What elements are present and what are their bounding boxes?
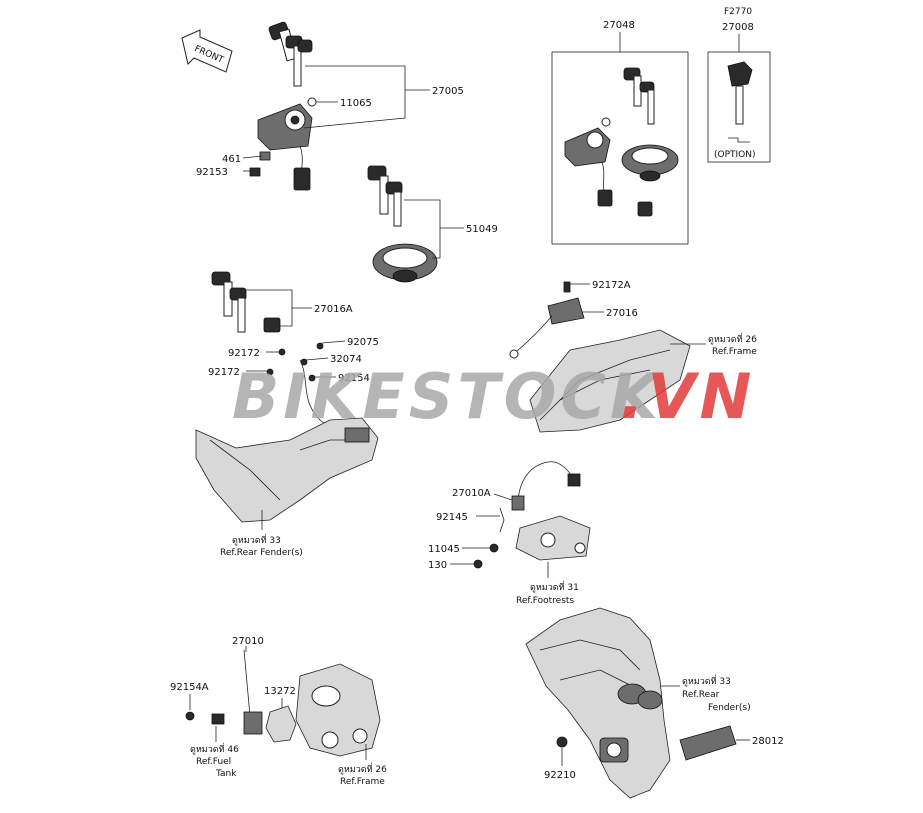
ref-fuel-tank-thai: ดูหมวดที่ 46 — [190, 742, 239, 755]
option-label: (OPTION) — [714, 150, 756, 160]
keys-27016A — [211, 271, 281, 333]
label-27010: 27010 — [232, 636, 264, 647]
label-92172-lower: 92172 — [208, 367, 240, 378]
label-27048: 27048 — [603, 20, 635, 31]
label-11045: 11045 — [428, 544, 460, 555]
label-13272: 13272 — [264, 686, 296, 697]
ref-fuel-tank-en2: Tank — [215, 769, 237, 779]
ref-footrests-en: Ref.Footrests — [516, 596, 574, 606]
watermark: BIKESTOCK .VN — [232, 360, 755, 433]
label-51049: 51049 — [466, 224, 498, 235]
label-27005: 27005 — [432, 86, 464, 97]
label-27016: 27016 — [606, 308, 638, 319]
ref-footrests-thai: ดูหมวดที่ 31 — [530, 580, 579, 593]
label-461: 461 — [222, 154, 241, 165]
ref-frame-top-thai: ดูหมวดที่ 26 — [708, 332, 757, 345]
label-11065: 11065 — [340, 98, 372, 109]
label-F2770: F2770 — [724, 7, 752, 17]
frame-section-bottom — [295, 663, 381, 757]
rear-fender-left — [195, 417, 379, 523]
ref-fuel-tank-en1: Ref.Fuel — [196, 757, 231, 767]
ref-frame-bottom-en: Ref.Frame — [340, 777, 385, 787]
sensor-27010A — [473, 461, 591, 569]
switch-27010 — [185, 649, 297, 743]
label-27016A: 27016A — [314, 304, 353, 315]
label-32074: 32074 — [330, 354, 362, 365]
fuel-cap-keys — [367, 165, 403, 227]
label-92154A: 92154A — [170, 682, 209, 693]
label-92075: 92075 — [347, 337, 379, 348]
label-92210: 92210 — [544, 770, 576, 781]
ignition-key-pair-top — [268, 21, 313, 87]
label-27010A: 27010A — [452, 488, 491, 499]
label-92154: 92154 — [338, 373, 370, 384]
label-130: 130 — [428, 560, 447, 571]
watermark-text-1: BIKESTOCK — [232, 360, 662, 433]
rear-fender-right — [525, 607, 737, 799]
front-arrow: FRONT — [181, 29, 233, 73]
ref-rear-fender-left-en: Ref.Rear Fender(s) — [220, 548, 303, 558]
label-92153: 92153 — [196, 167, 228, 178]
fuel-tank-cap — [372, 243, 438, 283]
blank-key-icon — [727, 61, 753, 143]
ignition-switch-assembly — [257, 97, 317, 191]
ref-rear-fender-right-en1: Ref.Rear — [682, 690, 720, 700]
seat-lock-assembly — [509, 281, 691, 433]
label-27008: 27008 — [722, 22, 754, 33]
label-92145: 92145 — [436, 512, 468, 523]
option-key-box — [707, 51, 771, 163]
ref-rear-fender-right-en2: Fender(s) — [708, 703, 751, 713]
bolt-92153 — [249, 167, 261, 177]
watermark-text-2: .VN — [620, 360, 755, 433]
ref-rear-fender-left-thai: ดูหมวดที่ 33 — [232, 533, 281, 546]
label-92172A: 92172A — [592, 280, 631, 291]
label-28012: 28012 — [752, 736, 784, 747]
ref-frame-top-en: Ref.Frame — [712, 347, 757, 357]
set-27048-parts — [564, 67, 679, 217]
ref-frame-bottom-thai: ดูหมวดที่ 26 — [338, 762, 387, 775]
label-92172-upper: 92172 — [228, 348, 260, 359]
ref-rear-fender-right-thai: ดูหมวดที่ 33 — [682, 674, 731, 687]
